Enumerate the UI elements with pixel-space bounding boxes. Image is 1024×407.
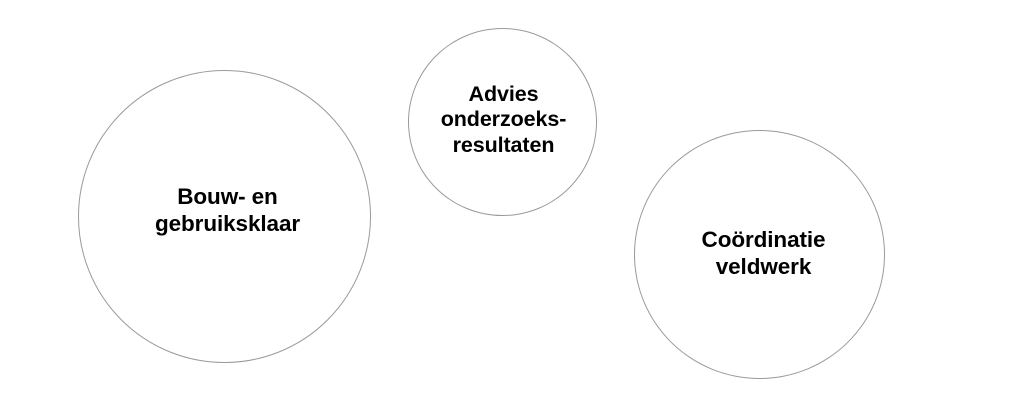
circle-node-label: Bouw- en gebruiksklaar: [154, 183, 301, 236]
circle-node-label: Coördinatie veldwerk: [701, 226, 826, 279]
circle-node-bouw-en-gebruiksklaar[interactable]: Bouw- en gebruiksklaar: [78, 70, 371, 363]
circle-node-coordinatie-veldwerk[interactable]: Coördinatie veldwerk: [634, 130, 885, 379]
circle-node-label: Advies onderzoeks- resultaten: [440, 81, 567, 157]
circle-node-advies-onderzoeksresultaten[interactable]: Advies onderzoeks- resultaten: [408, 28, 597, 216]
